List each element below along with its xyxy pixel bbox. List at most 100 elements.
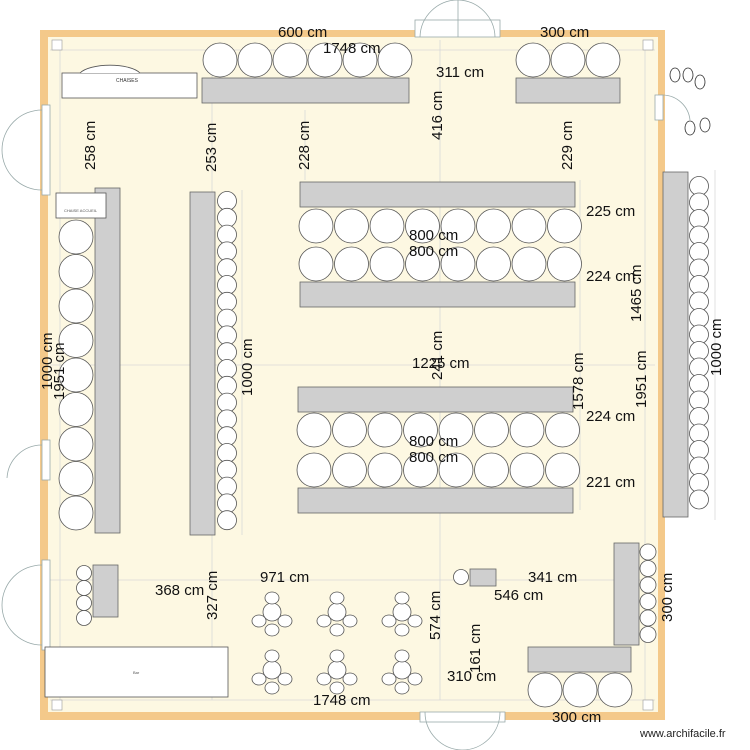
chair <box>545 452 580 488</box>
chair <box>394 591 410 605</box>
chair <box>476 208 511 244</box>
chair <box>316 614 332 628</box>
table-center-3 <box>297 386 574 413</box>
dimension-labels: 600 cm 1748 cm 300 cm 311 cm 258 cm 253 … <box>39 24 725 726</box>
dim-label: 225 cm <box>586 203 635 220</box>
chair <box>58 254 94 289</box>
chair <box>509 452 545 488</box>
chair <box>369 246 405 282</box>
dim-label: 310 cm <box>447 668 496 685</box>
chair <box>547 208 582 244</box>
chair <box>407 672 423 686</box>
dim-label: 229 cm <box>559 121 576 170</box>
chair <box>251 672 267 686</box>
chair <box>639 576 657 594</box>
chair <box>367 412 403 448</box>
round-tables <box>251 591 423 695</box>
chair <box>217 241 237 262</box>
dim-label: 224 cm <box>586 268 635 285</box>
chair <box>407 614 423 628</box>
chairs-box-lid <box>79 64 141 74</box>
chair <box>369 208 405 244</box>
dim-label: 327 cm <box>204 571 221 620</box>
chair <box>509 412 545 448</box>
chair <box>474 452 509 488</box>
dim-label: 1225 cm <box>412 355 470 372</box>
chair <box>474 412 509 448</box>
chair <box>298 208 334 244</box>
dim-label: 300 cm <box>540 24 589 41</box>
dim-label: 1951 cm <box>633 350 650 408</box>
floor-area <box>48 37 658 712</box>
bar-label: Bar <box>133 670 140 675</box>
chair <box>264 681 280 695</box>
chair <box>639 543 657 561</box>
chair <box>264 649 280 663</box>
chair <box>342 42 378 78</box>
round-table-set <box>316 649 358 695</box>
chair <box>76 580 92 596</box>
chair <box>394 623 410 637</box>
chair <box>58 357 94 393</box>
chair <box>453 569 469 585</box>
chair <box>329 623 345 637</box>
table-left-long <box>94 187 121 534</box>
dim-label: 224 cm <box>586 408 635 425</box>
dim-label: 1465 cm <box>628 264 645 322</box>
dim-label: 300 cm <box>659 573 676 622</box>
chair <box>277 672 293 686</box>
chair <box>296 412 332 448</box>
dim-label: 341 cm <box>528 569 577 586</box>
chair <box>438 452 474 488</box>
chair <box>217 359 237 379</box>
dim-label: 574 cm <box>427 591 444 640</box>
chair <box>639 560 657 577</box>
chair <box>217 342 237 363</box>
chair <box>217 258 237 279</box>
dim-label: 258 cm <box>82 121 99 170</box>
tables <box>92 77 689 673</box>
chair <box>217 510 237 531</box>
chair <box>367 452 403 488</box>
table-small-mid <box>469 568 497 587</box>
chair <box>58 461 94 496</box>
dim-label: 1748 cm <box>313 692 371 709</box>
chair <box>76 565 92 581</box>
chair <box>639 593 657 610</box>
dim-label: 416 cm <box>429 91 446 140</box>
dim-label: 241 cm <box>429 331 446 380</box>
table-top-left <box>201 77 410 104</box>
chair <box>237 42 273 78</box>
dim-label: 546 cm <box>494 587 543 604</box>
chair <box>585 42 621 78</box>
chair <box>550 42 586 78</box>
chair <box>329 649 345 663</box>
bar <box>44 646 229 698</box>
chair <box>440 208 476 244</box>
dim-label: 1000 cm <box>239 338 256 396</box>
chair <box>217 224 237 245</box>
chair <box>217 207 237 228</box>
chair <box>298 246 334 282</box>
table-small-left <box>92 564 119 618</box>
door-left-1 <box>41 104 51 196</box>
chair <box>511 246 547 282</box>
chair <box>403 452 438 488</box>
chair <box>217 308 237 329</box>
chair <box>307 42 343 78</box>
chair <box>296 452 332 488</box>
chair <box>381 614 397 628</box>
dim-label: 368 cm <box>155 582 204 599</box>
watermark: www.archifacile.fr <box>639 728 726 740</box>
chair <box>264 591 280 605</box>
chair <box>381 672 397 686</box>
chair <box>264 623 280 637</box>
chair <box>334 246 369 282</box>
chair <box>272 42 308 78</box>
chairs-box <box>61 72 198 99</box>
chair <box>405 208 440 244</box>
chair <box>58 219 94 255</box>
door-bottom <box>419 711 506 723</box>
chair <box>217 325 237 346</box>
dim-label: 221 cm <box>586 474 635 491</box>
